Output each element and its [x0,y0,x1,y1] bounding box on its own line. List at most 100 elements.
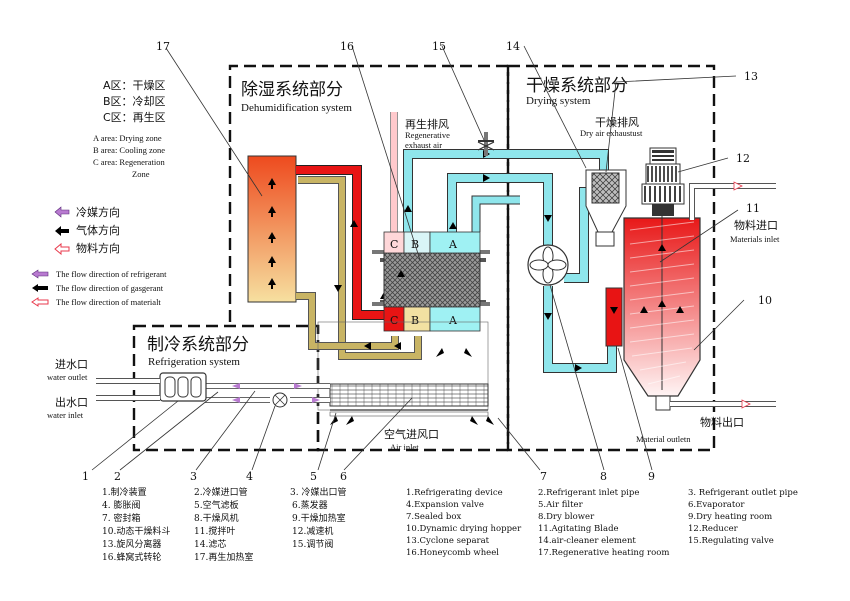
legend-material-en: The flow direction of materialt [56,297,161,307]
callout-2: 2 [114,470,121,483]
legend-material-cn: 物料方向 [76,241,120,255]
zone-c-cn: C区：再生区 [103,110,166,124]
evaporator [329,383,489,407]
part-en-6: 6.Evaporator [688,500,745,510]
part-cn-10: 10.动态干燥料斗 [102,525,170,537]
callout-numbers: 1 2 3 4 5 6 7 8 9 10 11 12 13 14 15 16 1… [82,40,772,483]
part-en-16: 16.Honeycomb wheel [406,548,499,558]
callout-10: 10 [758,294,772,307]
zone-a-cn: A区：干燥区 [103,79,166,92]
part-cn-14: 14.滤芯 [194,538,226,550]
part-en-7: 7.Sealed box [406,512,461,522]
part-en-3: 3. Refrigerant outlet pipe [688,488,798,498]
honeycomb-core [383,252,481,308]
zone-c-top-label: C [390,238,398,251]
zone-a-bottom-label: A [448,314,458,327]
zone-c-en-2: Zone [132,169,150,179]
part-en-11: 11.Agitating Blade [538,524,619,534]
part-en-10: 10.Dynamic drying hopper [406,524,522,534]
flow-legend: 冷媒方向 气体方向 物料方向 The flow direction of ref… [31,205,167,307]
part-cn-16: 16.蜂窝式转轮 [102,551,161,563]
part-en-5: 5.Air filter [538,500,584,510]
part-cn-15: 15.调节阀 [292,539,333,550]
zone-a-top [429,231,481,254]
parts-list-cn: 1.制冷装置 2.冷媒进口管 3. 冷媒出口管 4. 膨胀阀 5.空气滤板 6.… [102,486,346,563]
callout-9: 9 [648,470,655,483]
callout-7: 7 [540,470,547,483]
material-arrow-icon-2 [31,297,49,307]
cyclone-separator [585,169,627,247]
drying-title-en: Drying system [526,95,591,107]
gas-arrow-icon-2 [32,284,48,292]
reducer-motor [641,147,685,216]
drying-boundary [506,64,716,452]
zone-c-en: C area: Regeneration [93,157,165,167]
water-outlet-cn: 进水口 [55,358,88,371]
part-cn-5: 5.空气滤板 [194,499,239,511]
part-en-14: 14.air-cleaner element [538,536,636,546]
zone-a-top-label: A [448,238,458,251]
callout-5: 5 [310,470,317,483]
water-inlet-en: water inlet [47,410,84,420]
callout-3: 3 [190,470,197,483]
zone-b-bottom-label: B [411,314,419,327]
part-cn-3: 3. 冷媒出口管 [290,486,346,498]
callout-6: 6 [340,470,347,483]
zone-c-bottom-label: C [390,314,398,327]
regen-exhaust-cn: 再生排风 [405,117,449,131]
part-cn-6: 6.蒸发器 [292,499,328,511]
part-en-12: 12.Reducer [688,524,739,534]
water-inlet-cn: 出水口 [55,395,88,409]
dry-exhaust-en: Dry air exhaustust [580,128,643,138]
honeycomb-wheel: C B A C B A [372,222,490,332]
part-cn-8: 8.干燥风机 [194,512,239,524]
callout-4: 4 [246,470,253,483]
part-en-2: 2.Refrigerant inlet pipe [538,488,639,498]
part-cn-9: 9.干燥加热室 [292,512,346,524]
zone-a-bottom [429,306,481,332]
callout-1: 1 [82,470,89,483]
callout-14: 14 [506,40,520,53]
zone-b-bottom [403,306,431,332]
regen-exhaust-en-1: Regenerative [405,130,450,140]
legend-refrigerant-cn: 冷媒方向 [76,205,120,219]
heater-arrows [268,178,276,289]
part-en-15: 15.Regulating valve [688,536,774,546]
gas-arrow-icon [55,226,69,236]
refrigeration-title-en: Refrigeration system [148,356,240,368]
part-en-1: 1.Refrigerating device [406,488,503,498]
callout-13: 13 [744,70,758,83]
callout-12: 12 [736,152,750,165]
regulating-valve [477,132,495,156]
water-pipes [96,378,160,401]
part-en-8: 8.Dry blower [538,512,595,522]
callout-16: 16 [340,40,354,53]
part-en-13: 13.Cyclone separat [406,536,490,546]
part-cn-17: 17.再生加热室 [194,551,253,563]
air-inlet-en: Air inlet [390,442,419,452]
part-cn-11: 11.搅拌叶 [194,525,235,537]
air-filter [329,411,489,417]
material-outlet-cn: 物料出口 [700,415,744,429]
dehumidification-title-en: Dehumidification system [241,102,352,114]
air-cleaner-element [591,172,620,204]
part-en-9: 9.Dry heating room [688,512,772,522]
part-cn-13: 13.旋风分离器 [102,538,161,550]
zone-b-cn: B区：冷却区 [103,95,166,108]
callout-11: 11 [746,202,760,215]
zone-legend: A区：干燥区 B区：冷却区 C区：再生区 A area: Drying zone… [93,79,166,179]
zone-a-en: A area: Drying zone [93,133,162,143]
dry-heating-room [605,287,623,347]
dry-blower [527,244,569,286]
parts-list-en: 1.Refrigerating device 2.Refrigerant inl… [406,488,798,558]
material-arrow-icon [54,242,70,256]
air-inlet-cn: 空气进风口 [384,427,439,441]
regen-exhaust-en-2: exhaust air [405,140,442,150]
refrigerating-device [159,372,207,402]
material-pipes [670,181,776,409]
callout-17: 17 [156,40,170,53]
part-en-4: 4.Expansion valve [406,500,484,510]
zone-b-en: B area: Cooling zone [93,145,165,155]
part-en-17: 17.Regenerative heating room [538,548,669,558]
